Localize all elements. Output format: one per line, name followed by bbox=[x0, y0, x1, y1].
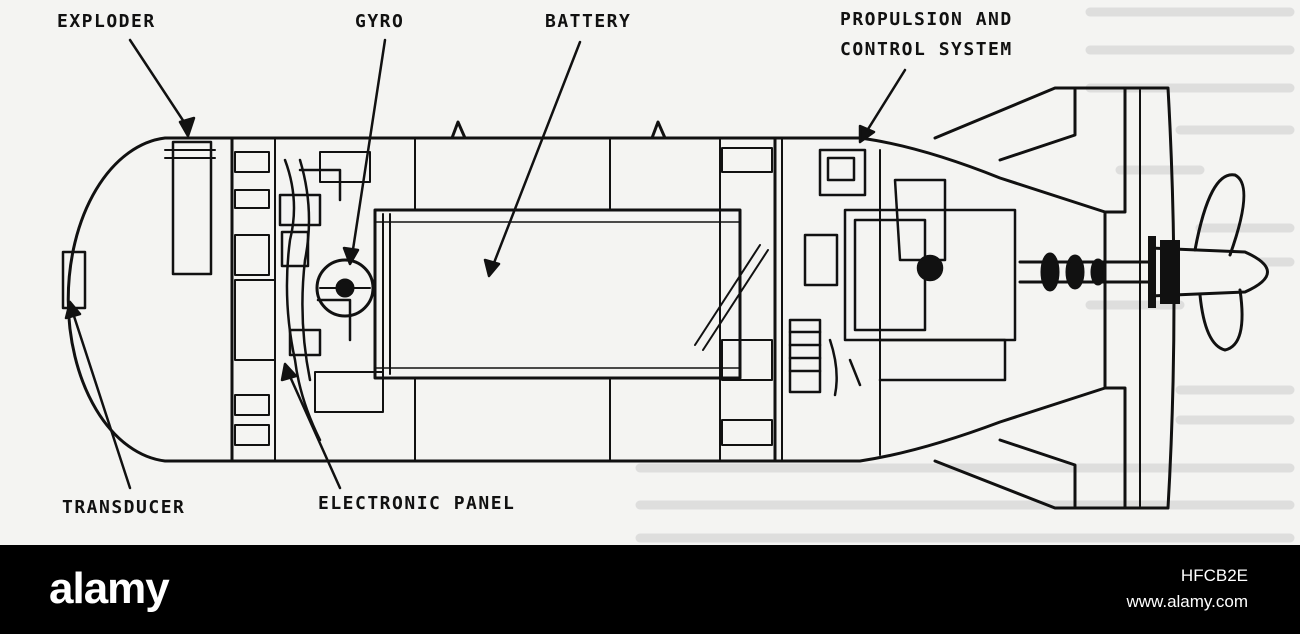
propeller-blade-lower bbox=[1198, 288, 1244, 352]
propulsion-leader bbox=[863, 68, 907, 136]
upper-fin-inner bbox=[998, 88, 1077, 162]
battery bbox=[373, 208, 742, 380]
prop-shaft bbox=[1018, 260, 1152, 284]
hull-outline bbox=[66, 136, 1107, 463]
battery-cable bbox=[694, 244, 769, 351]
transducer bbox=[61, 250, 87, 310]
lower-fin-inner bbox=[998, 438, 1077, 508]
electronic-panel-label: ELECTRONIC PANEL bbox=[318, 493, 516, 514]
gyro bbox=[315, 258, 375, 318]
exploder-label: EXPLODER bbox=[57, 11, 156, 32]
alamy-logo: alamy bbox=[49, 564, 170, 613]
watermark-bar: alamy HFCB2E www.alamy.com bbox=[0, 545, 1300, 634]
site-url: www.alamy.com bbox=[1126, 592, 1248, 611]
exploder bbox=[171, 140, 213, 276]
exploder-leader bbox=[128, 38, 190, 130]
battery-leader bbox=[490, 40, 582, 270]
torpedo-cutaway-drawing bbox=[61, 38, 1269, 510]
transducer-leader bbox=[70, 308, 132, 490]
propeller-blade-upper bbox=[1193, 173, 1246, 257]
lower-tail-fin bbox=[933, 386, 1127, 510]
propulsion-label-line2: CONTROL SYSTEM bbox=[840, 39, 1013, 60]
transducer-label: TRANSDUCER bbox=[62, 497, 186, 518]
image-code: HFCB2E bbox=[1180, 566, 1248, 585]
torpedo-diagram-figure: EXPLODER GYRO BATTERY PROPULSION AND CON… bbox=[0, 0, 1300, 545]
gyro-label: GYRO bbox=[355, 11, 405, 32]
battery-label: BATTERY bbox=[545, 11, 632, 32]
propulsion-label-line1: PROPULSION AND bbox=[840, 9, 1013, 30]
gyro-leader bbox=[350, 38, 387, 258]
electronic-panel-leader bbox=[286, 370, 342, 490]
